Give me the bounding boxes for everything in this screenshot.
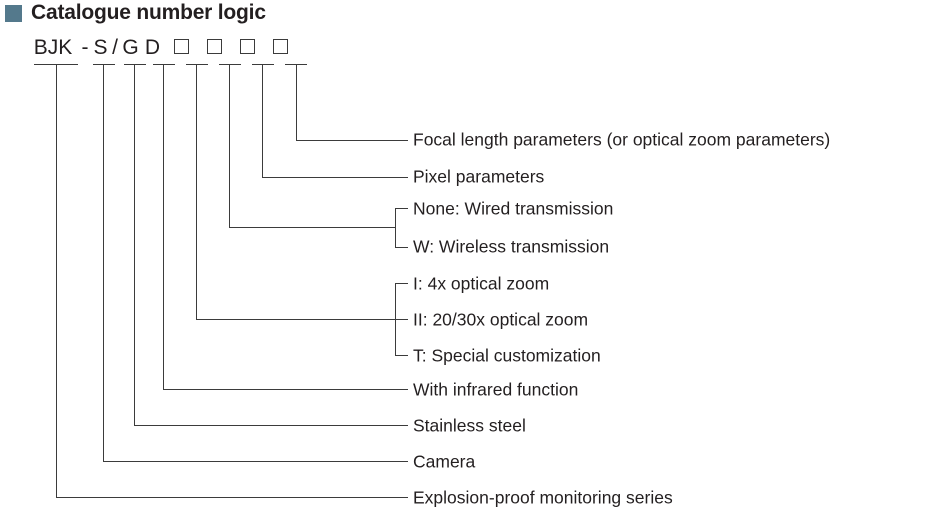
legend-item-explosion-proof: Explosion-proof monitoring series	[413, 487, 673, 508]
page-title: Catalogue number logic	[5, 1, 266, 25]
legend-item-infrared: With infrared function	[413, 379, 579, 400]
code-placeholder-box	[198, 36, 231, 60]
code-token: BJK	[33, 36, 73, 59]
placeholder-box-icon	[174, 39, 189, 54]
placeholder-box-icon	[240, 39, 255, 54]
code-token: -	[81, 36, 89, 59]
legend-item-zoom-20-30x: II: 20/30x optical zoom	[413, 309, 589, 330]
code-token: /	[112, 36, 118, 59]
legend-item-wireless-transmission: W: Wireless transmission	[413, 236, 610, 257]
code-placeholder-box	[264, 36, 297, 60]
placeholder-box-icon	[207, 39, 222, 54]
code-placeholder-box	[231, 36, 264, 60]
title-label: Catalogue number logic	[31, 1, 266, 24]
placeholder-box-icon	[273, 39, 288, 54]
code-token: G	[122, 36, 139, 59]
code-placeholder-box	[165, 36, 198, 60]
legend-item-focal-length: Focal length parameters (or optical zoom…	[413, 129, 831, 150]
legend-item-zoom-4x: I: 4x optical zoom	[413, 273, 550, 294]
legend-item-camera: Camera	[413, 451, 476, 472]
legend-item-stainless-steel: Stainless steel	[413, 415, 526, 436]
legend-item-pixel-parameters: Pixel parameters	[413, 166, 545, 187]
code-token: D	[144, 36, 161, 59]
code-token: S	[93, 36, 108, 59]
legend-item-special-customization: T: Special customization	[413, 345, 601, 366]
legend-item-wired-transmission: None: Wired transmission	[413, 198, 614, 219]
title-marker-icon	[5, 4, 22, 22]
